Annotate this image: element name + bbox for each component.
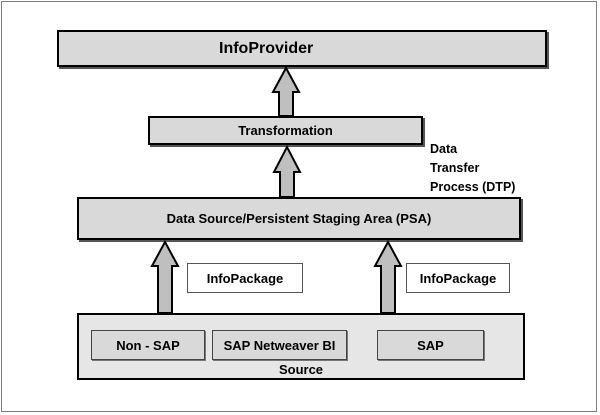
psa-box: Data Source/Persistent Staging Area (PSA… (77, 197, 521, 240)
infopackage-right-box: InfoPackage (406, 263, 510, 293)
infopackage-left-label: InfoPackage (206, 270, 284, 286)
arrow-up-icon (272, 144, 302, 198)
psa-label: Data Source/Persistent Staging Area (PSA… (166, 211, 432, 226)
source-non-sap-label: Non - SAP (116, 337, 180, 353)
source-sap-box: SAP (377, 330, 484, 360)
infopackage-left-box: InfoPackage (187, 263, 303, 293)
source-label: Source (278, 362, 324, 377)
source-netweaver-label: SAP Netweaver BI (223, 337, 336, 353)
arrow-up-icon (271, 65, 301, 117)
infopackage-right-label: InfoPackage (419, 270, 497, 286)
source-sap-label: SAP (417, 337, 444, 353)
transformation-label: Transformation (238, 123, 333, 138)
infoprovider-box: InfoProvider (57, 30, 547, 67)
source-non-sap-box: Non - SAP (91, 330, 205, 360)
arrow-up-icon (150, 239, 180, 314)
source-netweaver-box: SAP Netweaver BI (212, 330, 347, 360)
dtp-label: Data Transfer Process (DTP) (430, 142, 516, 194)
transformation-box: Transformation (148, 116, 423, 145)
arrow-up-icon (373, 239, 403, 314)
infoprovider-label: InfoProvider (219, 39, 314, 57)
